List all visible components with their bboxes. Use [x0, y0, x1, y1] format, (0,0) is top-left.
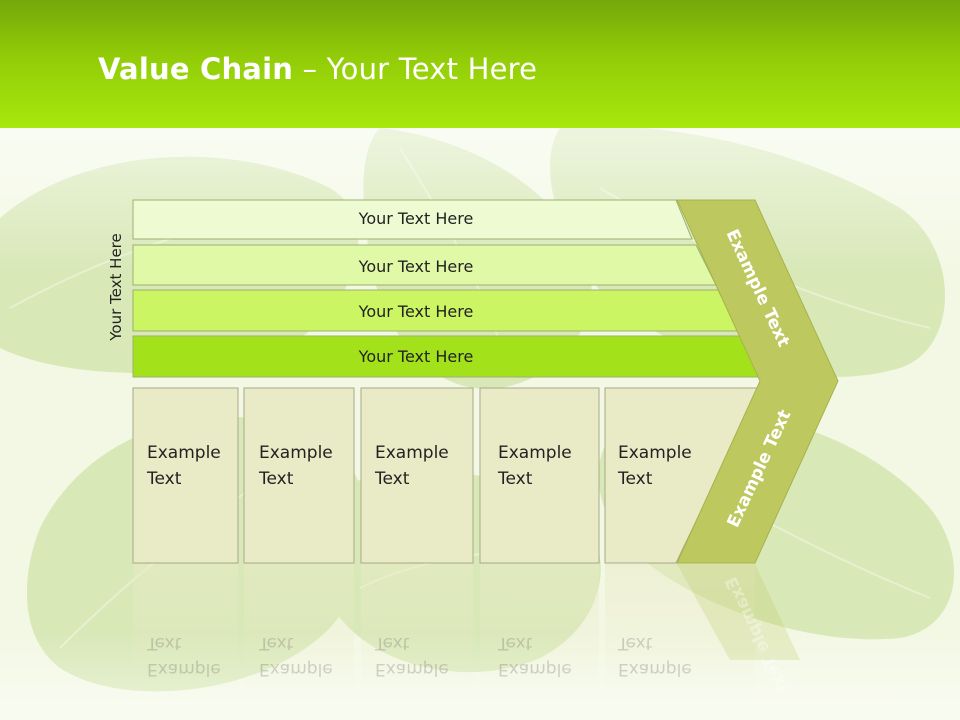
- activity-block-5: [604, 387, 761, 564]
- bar-label-3: Your Text Here: [358, 302, 474, 321]
- block-1-line2: Text: [147, 469, 182, 489]
- side-label: Your Text Here: [107, 233, 125, 341]
- activity-block-2: [243, 387, 355, 564]
- block-4-line1: Example: [498, 443, 572, 463]
- activity-block-4: [479, 387, 600, 564]
- activity-block-3: [360, 387, 474, 564]
- title-bold: Value Chain: [98, 52, 294, 86]
- block-4-line2: Text: [498, 469, 533, 489]
- block-reflections: [133, 564, 755, 694]
- block-5-line1: Example: [618, 443, 692, 463]
- margin-chevron: [676, 199, 839, 564]
- bar-label-4: Your Text Here: [358, 347, 474, 366]
- block-3-line1: Example: [375, 443, 449, 463]
- title-rest: – Your Text Here: [293, 52, 538, 86]
- activity-block-1: [132, 387, 239, 564]
- chevron-reflection: [677, 564, 800, 660]
- block-3-line2: Text: [375, 469, 410, 489]
- block-2-line1: Example: [259, 443, 333, 463]
- slide-title: Value Chain – Your Text Here: [98, 52, 537, 86]
- block-2-line2: Text: [259, 469, 294, 489]
- block-1-line1: Example: [147, 443, 221, 463]
- bar-label-2: Your Text Here: [358, 257, 474, 276]
- header-band: [0, 0, 960, 128]
- support-bar-1: [132, 199, 693, 240]
- bar-label-1: Your Text Here: [358, 209, 474, 228]
- block-5-line2: Text: [618, 469, 653, 489]
